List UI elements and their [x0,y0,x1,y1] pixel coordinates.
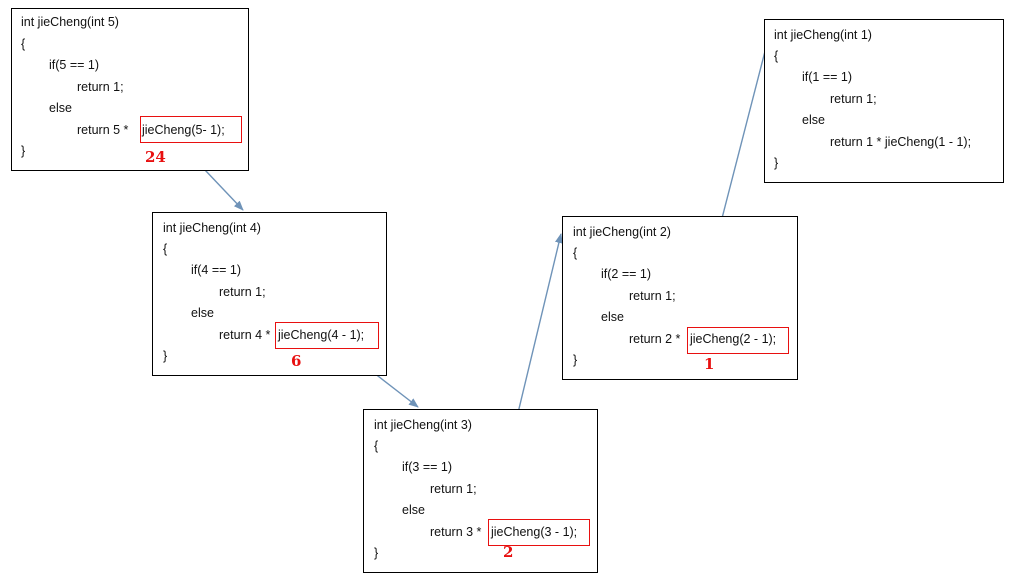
code-else: else [49,101,72,115]
code-if-line: if(3 == 1) [402,460,453,474]
code-close-brace: } [774,156,779,170]
return-value-label: 2 [503,543,514,561]
code-open-brace: { [374,439,379,453]
code-open-brace: { [774,49,779,63]
code-return-recursive: return 1 * jieCheng(1 - 1); [830,135,972,149]
recursive-call-highlight [687,327,789,354]
recursive-call-highlight [140,116,242,143]
code-if-line: if(1 == 1) [802,70,853,84]
return-value-label: 24 [145,148,166,166]
function-box-n1 [764,19,1004,183]
function-box-n5 [11,8,249,171]
code-close-brace: } [374,546,379,560]
code-open-brace: { [573,246,578,260]
recursive-call-highlight [488,519,590,546]
recursive-call-text: jieCheng(2 - 1); [690,332,777,346]
code-return-base: return 1; [830,92,877,106]
code-if-line: if(4 == 1) [191,263,242,277]
function-box-n2 [562,216,798,380]
code-signature: int jieCheng(int 3) [374,418,472,432]
recursive-call-text: jieCheng(3 - 1); [491,525,578,539]
recursive-call-highlight [275,322,379,349]
code-close-brace: } [21,144,26,158]
code-else: else [802,113,825,127]
recursive-call-text: jieCheng(5- 1); [142,123,225,137]
return-value-label: 6 [291,352,302,370]
return-value-label: 1 [704,355,715,373]
code-else: else [191,306,214,320]
function-box-n4 [152,212,387,376]
code-open-brace: { [21,37,26,51]
code-signature: int jieCheng(int 4) [163,221,261,235]
code-signature: int jieCheng(int 2) [573,225,671,239]
code-else: else [402,503,425,517]
code-return-base: return 1; [430,482,477,496]
code-return-base: return 1; [629,289,676,303]
code-return-recursive: return 3 * [430,525,485,539]
code-signature: int jieCheng(int 5) [21,15,119,29]
code-return-base: return 1; [77,80,124,94]
code-if-line: if(2 == 1) [601,267,652,281]
recursive-call-text: jieCheng(4 - 1); [278,328,365,342]
code-else: else [601,310,624,324]
code-close-brace: } [573,353,578,367]
code-if-line: if(5 == 1) [49,58,100,72]
code-open-brace: { [163,242,168,256]
code-return-recursive: return 5 * [77,123,132,137]
code-close-brace: } [163,349,168,363]
code-return-recursive: return 2 * [629,332,684,346]
code-signature: int jieCheng(int 1) [774,28,872,42]
code-return-base: return 1; [219,285,266,299]
code-return-recursive: return 4 * [219,328,274,342]
arrow-n5-to-n4 [204,169,244,211]
function-box-n3 [363,409,598,573]
